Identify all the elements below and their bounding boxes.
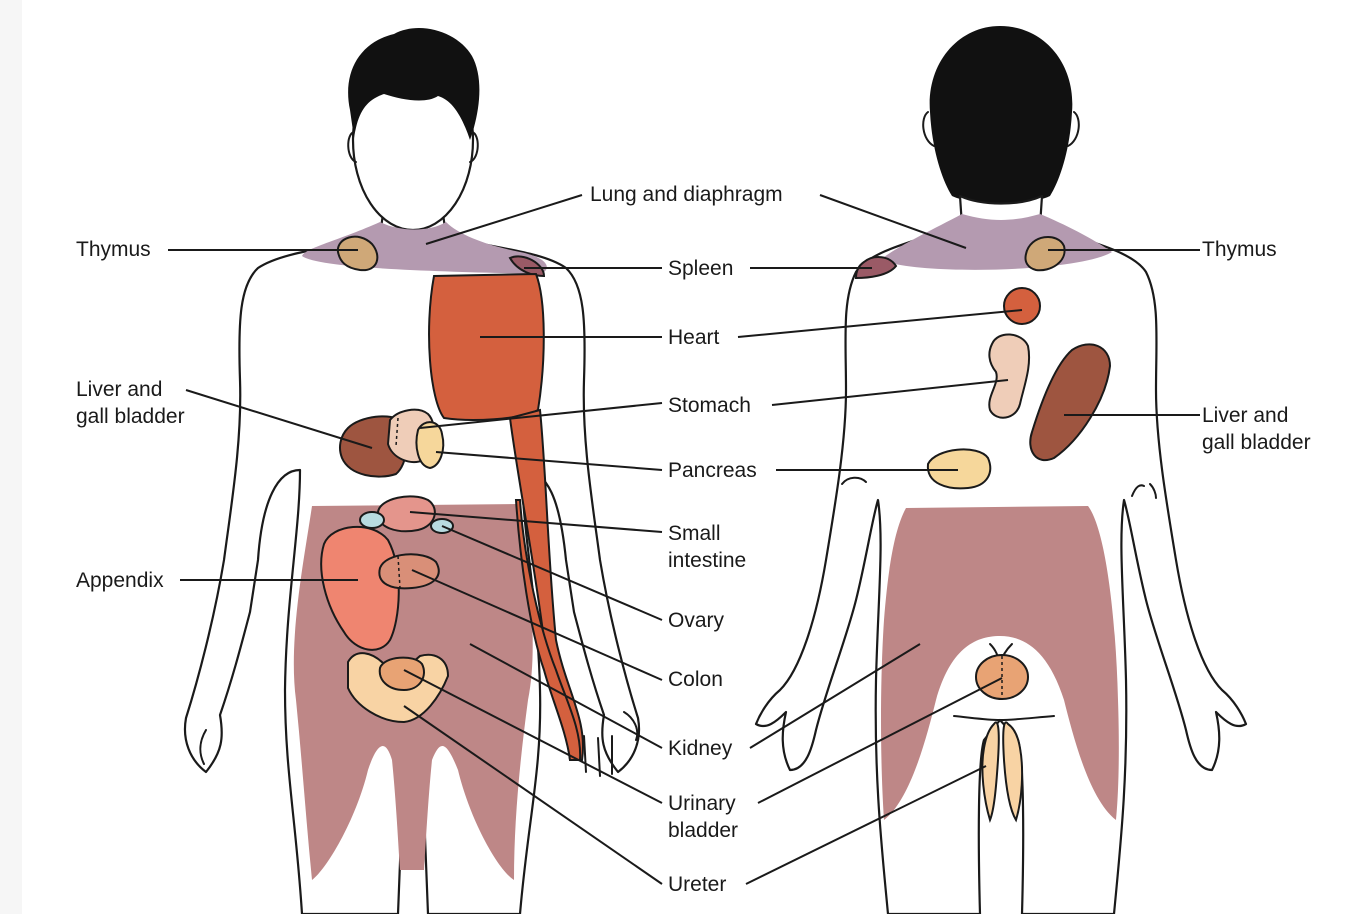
front-colon: [378, 553, 440, 590]
label-ovary: Ovary: [668, 607, 725, 634]
label-urinary-bladder-line1: Urinary: [668, 790, 736, 817]
leader-liver-left: [185, 389, 373, 449]
leader-heart-back: [737, 309, 1023, 338]
back-elbow-right: [1131, 483, 1157, 499]
back-lung-diaphragm-region: [880, 214, 1112, 270]
front-spleen: [508, 255, 546, 278]
label-lung-diaphragm: Lung and diaphragm: [590, 181, 783, 208]
back-elbow-left: [841, 476, 867, 485]
leader-kidney-front: [469, 643, 663, 749]
leader-ureter-front: [403, 705, 663, 885]
label-liver-left-line1: Liver and: [76, 376, 163, 403]
back-figure: [754, 26, 1248, 914]
label-urinary-bladder-line2: bladder: [668, 817, 739, 844]
leader-ureter-back: [745, 765, 987, 885]
leader-urinary-bladder-front: [403, 669, 663, 804]
front-heart-arm-strip: [508, 408, 584, 761]
back-buttock-crease: [953, 715, 1055, 722]
label-stomach: Stomach: [668, 392, 751, 419]
label-liver-right-line2: gall bladder: [1202, 429, 1311, 456]
label-heart: Heart: [668, 324, 720, 351]
back-ureter-right: [1002, 721, 1024, 823]
front-ear-right: [469, 131, 479, 163]
label-thymus-right: Thymus: [1202, 236, 1277, 263]
back-thymus: [1024, 236, 1066, 272]
label-spleen: Spleen: [668, 255, 734, 282]
back-ureter: [981, 721, 1000, 824]
label-small-intestine-line2: intestine: [668, 547, 747, 574]
label-liver-right-line1: Liver and: [1202, 402, 1289, 429]
leader-lung-front: [425, 194, 583, 245]
label-small-intestine-line1: Small: [668, 520, 721, 547]
back-ear-left: [922, 111, 935, 147]
label-thymus-left: Thymus: [76, 236, 151, 263]
leader-kidney-back: [749, 643, 921, 749]
back-stomach: [988, 333, 1030, 419]
leader-colon: [411, 569, 663, 681]
front-appendix: [320, 526, 400, 651]
front-hair: [348, 28, 480, 141]
left-margin-strip: [0, 0, 22, 914]
back-hair: [929, 26, 1073, 204]
front-heart-region: [428, 272, 545, 421]
leader-lung-back: [819, 194, 967, 249]
leader-lines: [168, 194, 1200, 885]
leader-stomach-front: [419, 402, 663, 429]
label-kidney: Kidney: [668, 735, 733, 762]
label-colon: Colon: [668, 666, 723, 693]
leader-urinary-bladder-back: [757, 677, 1003, 804]
back-pancreas: [926, 448, 992, 490]
front-hand-right-fingers: [583, 711, 639, 777]
back-spleen: [854, 256, 898, 280]
label-pancreas: Pancreas: [668, 457, 757, 484]
leader-ovary: [441, 525, 663, 621]
leader-pancreas-front: [435, 451, 663, 471]
front-thymus: [336, 235, 379, 272]
leader-stomach-back: [771, 379, 1009, 406]
front-pancreas: [415, 421, 445, 470]
front-urinary-bladder: [378, 656, 425, 692]
back-ear-right: [1067, 111, 1080, 147]
back-kidney-region: [881, 506, 1119, 820]
front-ovary-left: [359, 511, 385, 529]
label-appendix: Appendix: [76, 567, 164, 594]
front-ear-left: [347, 131, 357, 163]
front-hand-left-fingers: [199, 729, 207, 765]
label-ureter: Ureter: [668, 871, 727, 898]
back-liver-gall-bladder: [1029, 343, 1112, 461]
label-liver-left-line2: gall bladder: [76, 403, 185, 430]
front-figure: [183, 28, 641, 914]
leader-small-intestine: [409, 511, 663, 533]
back-heart: [1003, 287, 1041, 325]
